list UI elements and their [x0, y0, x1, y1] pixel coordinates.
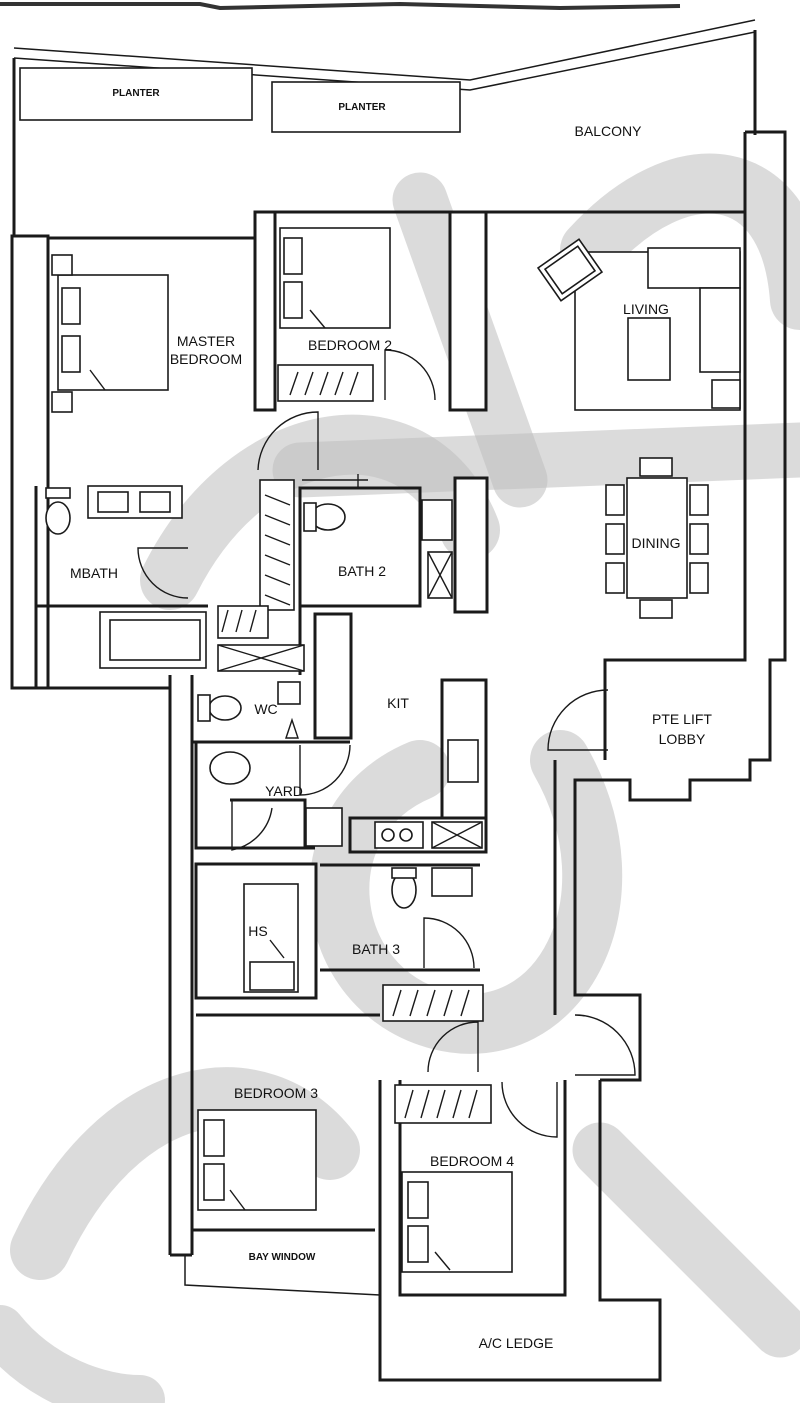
- kit-label: KIT: [387, 695, 409, 711]
- master-bedroom-label-line1: MASTER: [177, 333, 235, 349]
- bath-2-fixtures: [302, 474, 453, 599]
- yard-fixtures: [209, 751, 343, 851]
- exterior-walls: [10, 130, 787, 1382]
- ac-ledge-label: A/C LEDGE: [479, 1335, 554, 1351]
- bedroom-2-wardrobe: [277, 364, 374, 402]
- kitchen-fixtures: [299, 739, 483, 849]
- hs-fixtures: [243, 883, 299, 993]
- bay-window-label: BAY WINDOW: [249, 1252, 316, 1263]
- hs-label: HS: [248, 923, 267, 939]
- living-furniture: [536, 238, 741, 411]
- lift-lobby-doors: [547, 689, 641, 1080]
- balcony-parapet: [12, 19, 757, 236]
- mbath-label: MBATH: [70, 565, 118, 581]
- bedroom-3-furniture: [197, 984, 484, 1211]
- balcony-label: BALCONY: [575, 123, 643, 139]
- yard-label: YARD: [265, 783, 303, 799]
- pte-lift-lobby-label-line1: PTE LIFT: [652, 711, 712, 727]
- bath-3-fixtures: [391, 867, 475, 969]
- living-label: LIVING: [623, 301, 669, 317]
- planter-2-box: [271, 81, 461, 133]
- room-labels: PLANTER PLANTER BALCONY LIVING MASTER BE…: [70, 88, 712, 1351]
- pte-lift-lobby-label-line2: LOBBY: [659, 731, 706, 747]
- dining-label: DINING: [632, 535, 681, 551]
- bath-3-label: BATH 3: [352, 941, 400, 957]
- master-bedroom-label-line2: BEDROOM: [170, 351, 242, 367]
- master-bed: [51, 254, 169, 413]
- bedroom-3-label: BEDROOM 3: [234, 1085, 318, 1101]
- cropped-heading-fragment: [0, 1, 681, 11]
- bath-2-label: BATH 2: [338, 563, 386, 579]
- wc-label: WC: [254, 701, 277, 717]
- planter-1-box: [19, 67, 253, 121]
- planter-2-label: PLANTER: [338, 102, 386, 113]
- mbath-fixtures: [45, 485, 207, 669]
- planter-1-label: PLANTER: [112, 88, 160, 99]
- bedroom-4-label: BEDROOM 4: [430, 1153, 514, 1169]
- bedroom-2-label: BEDROOM 2: [308, 337, 392, 353]
- dining-table: [605, 457, 709, 619]
- walk-in-wardrobe: [217, 411, 319, 672]
- bedroom-2-bed: [277, 227, 436, 402]
- wc-fixtures: [197, 681, 301, 739]
- bedroom-4-furniture: [394, 1081, 558, 1273]
